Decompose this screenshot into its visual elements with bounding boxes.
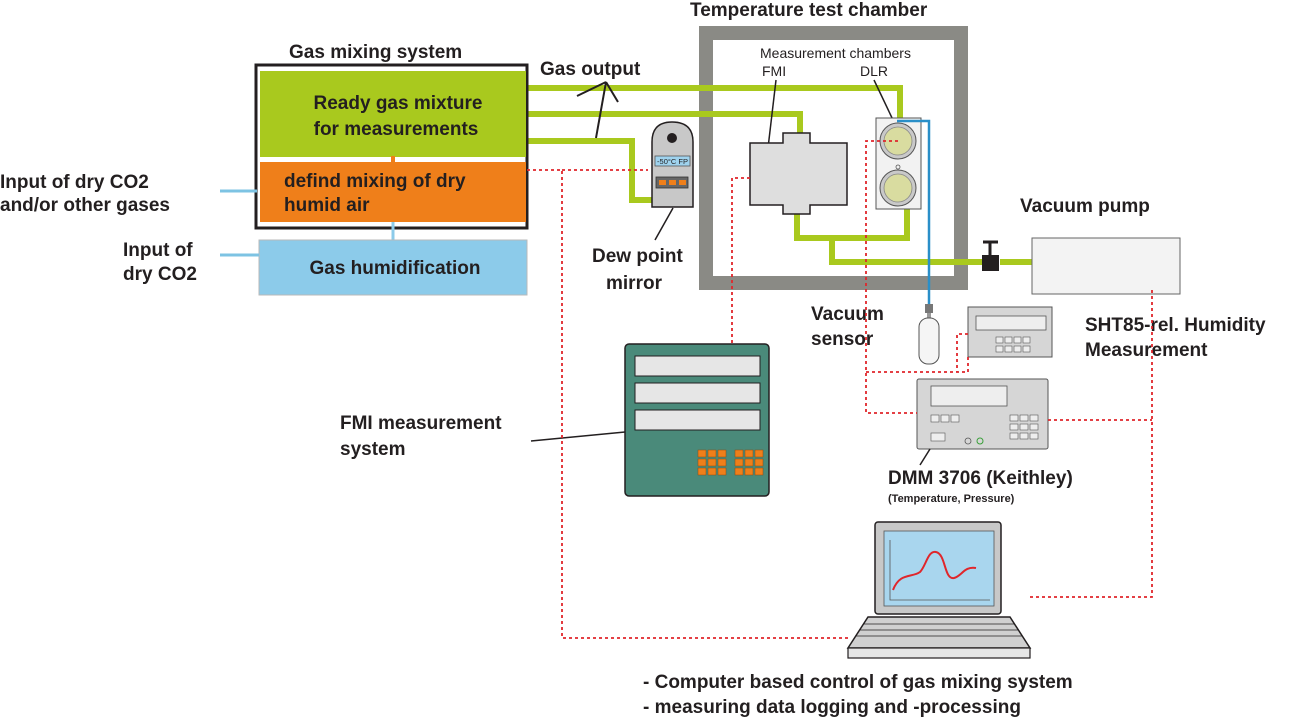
signal-fmi-chamber-to-system [731,177,750,344]
ready-gas-label-2: for measurements [314,119,479,140]
dew-point-label-1: Dew point [592,246,683,267]
sht85-label-1: SHT85-rel. Humidity [1085,315,1266,336]
dew-point-mirror: -50°C FP [651,121,694,208]
fmi-system-pointer [530,431,626,442]
dlr-short-label: DLR [860,63,888,79]
fmi-keypad-key [707,449,717,458]
gas-line-to-dlr [527,85,903,122]
input-dry-co2-label-1: Input of [123,240,193,261]
dlr-pointer [873,79,894,121]
dmm-subtitle: (Temperature, Pressure) [888,493,1015,505]
fmi-measurement-system [624,343,770,497]
fmi-keypad-key [734,449,744,458]
sht85-device [967,306,1053,358]
temperature-chamber-frame [699,26,968,290]
defined-mixing-box [260,162,526,222]
dew-point-display: -50°C FP [657,157,688,166]
dew-point-label-2: mirror [606,273,663,294]
vacuum-sensor [918,304,940,365]
gas-mixing-system-title: Gas mixing system [289,42,462,63]
signal-pump-to-computer [1029,290,1153,598]
gas-humidification-box [258,239,528,296]
dew-point-pointer [654,207,674,241]
gas-output-label: Gas output [540,59,641,80]
fmi-system-label-1: FMI measurement [340,413,502,434]
fmi-keypad-key [697,449,707,458]
defined-mixing-label-2: humid air [284,195,370,216]
dew-point-indicator-icon [667,133,677,143]
fmi-keypad-key [697,458,707,467]
dlr-chamber [875,117,922,210]
vacuum-pump-box [1031,237,1181,295]
valve [982,240,999,271]
fmi-keypad-key [744,449,754,458]
signal-sht-to-dmm [956,333,968,372]
computer-label-2: - measuring data logging and -processing [643,697,1021,718]
sht85-label-2: Measurement [1085,340,1208,361]
gas-line-dlr-out [832,207,910,241]
fmi-chamber [749,132,848,215]
defined-mixing-label-1: defind mixing of dry [284,171,466,192]
input-other-gases-label-2: and/or other gases [0,195,170,216]
vacuum-sensor-line [897,119,931,305]
fmi-keypad-key [697,467,707,476]
gas-lines [527,85,1033,265]
gas-line-to-fmi [527,111,803,140]
fmi-keypad-key [744,467,754,476]
laptop-computer [846,521,1032,659]
vacuum-sensor-label-1: Vacuum [811,304,884,325]
fmi-keypad-key [717,449,727,458]
fmi-keypad-key [754,449,764,458]
dmm-title: DMM 3706 (Keithley) [888,468,1073,489]
gas-line-to-dewpoint [527,138,655,203]
vacuum-sensor-label-2: sensor [811,329,874,350]
fmi-keypad-key [754,467,764,476]
fmi-keypad-key [744,458,754,467]
dmm-pointer [919,448,931,466]
gas-output-arrows [576,81,619,139]
fmi-short-label: FMI [762,63,786,79]
input-dry-co2-label-2: dry CO2 [123,264,197,285]
fmi-keypad-key [717,458,727,467]
measurement-chambers-label: Measurement chambers [760,45,911,61]
temperature-chamber-title: Temperature test chamber [690,0,928,21]
ready-gas-label-1: Ready gas mixture [314,93,483,114]
signal-vacuum-to-dmm [866,357,969,373]
signal-dlr-to-dmm [865,140,917,414]
fmi-system-label-2: system [340,439,406,460]
vacuum-pump-label: Vacuum pump [1020,196,1150,217]
input-other-gases-label-1: Input of dry CO2 [0,172,149,193]
fmi-keypad-key [734,467,744,476]
fmi-keypad-key [754,458,764,467]
laptop-screen-graph [892,550,977,591]
fmi-keypad-key [707,458,717,467]
dmm-device [916,378,1049,450]
ready-gas-box [260,71,526,157]
signal-lines [527,140,1153,639]
computer-label-1: - Computer based control of gas mixing s… [643,672,1073,693]
fmi-keypad-key [734,458,744,467]
fmi-keypad-key [717,467,727,476]
gas-humidification-label: Gas humidification [309,258,480,279]
fmi-pointer [767,79,777,149]
fmi-keypad-key [707,467,717,476]
